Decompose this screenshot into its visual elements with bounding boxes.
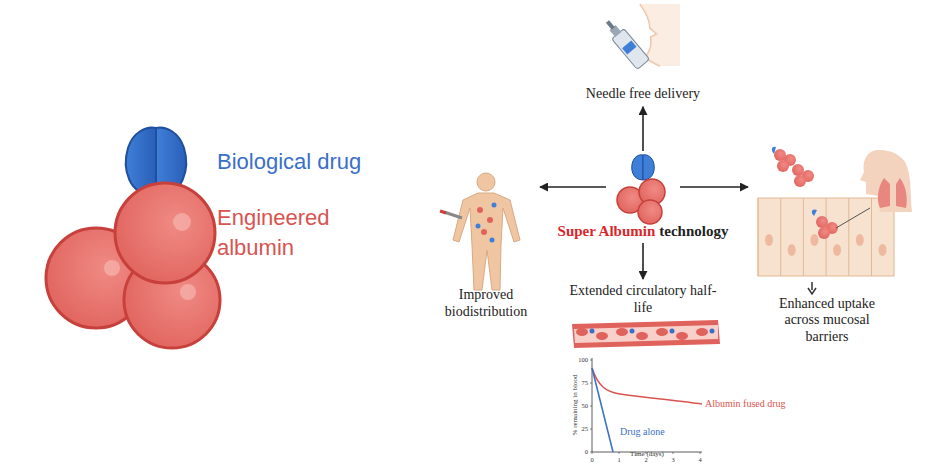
axis-tick: 3 xyxy=(671,456,674,463)
hub-icon xyxy=(617,155,665,224)
nasal-spray xyxy=(601,4,680,70)
albumin-molecule xyxy=(46,183,220,348)
axis-tick: 4 xyxy=(698,456,701,463)
axis-tick: 75 xyxy=(582,379,589,386)
hub-label: Super Albumin xyxy=(558,223,656,239)
hub-node: Super Albumintechnology xyxy=(610,155,676,219)
axis-tick: 0 xyxy=(590,456,593,463)
axis-tick: 2 xyxy=(644,456,647,463)
series-label: Drug alone xyxy=(620,426,665,437)
part-label: Biological drug xyxy=(217,150,361,174)
benefit-node: Enhanced uptake across mucosal barriers xyxy=(752,150,902,346)
benefit-node: Needle free delivery xyxy=(571,86,715,103)
human-figure xyxy=(440,173,520,290)
axis-tick: 100 xyxy=(578,356,588,363)
benefit-label: Needle free delivery xyxy=(571,86,715,103)
benefit-label: Improved biodistribution xyxy=(436,287,536,321)
arrow-connector xyxy=(642,243,644,279)
series-label: Albumin fused drug xyxy=(705,398,786,409)
benefit-label: Enhanced uptake across mucosal barriers xyxy=(765,296,889,346)
benefit-label: Extended circulatory half-life xyxy=(561,283,725,317)
axis-tick: 1 xyxy=(617,456,620,463)
blood-vessel xyxy=(572,320,720,348)
pk-chart xyxy=(590,358,702,454)
axis-title: % remaining in blood xyxy=(572,375,580,436)
axis-tick: 0 xyxy=(585,448,588,455)
axis-tick: 25 xyxy=(582,425,589,432)
benefit-node: Improved biodistribution xyxy=(436,165,536,321)
part-label: Engineered albumin xyxy=(217,203,347,262)
arrow-connector xyxy=(642,107,644,151)
hub-title: Super Albumintechnology xyxy=(558,222,729,240)
arrow-connector xyxy=(540,186,606,188)
benefit-node: Extended circulatory half-life xyxy=(561,283,725,317)
arrow-connector xyxy=(680,186,748,188)
axis-tick: 50 xyxy=(582,402,589,409)
hub-label: technology xyxy=(659,223,728,239)
epithelium xyxy=(758,147,912,294)
